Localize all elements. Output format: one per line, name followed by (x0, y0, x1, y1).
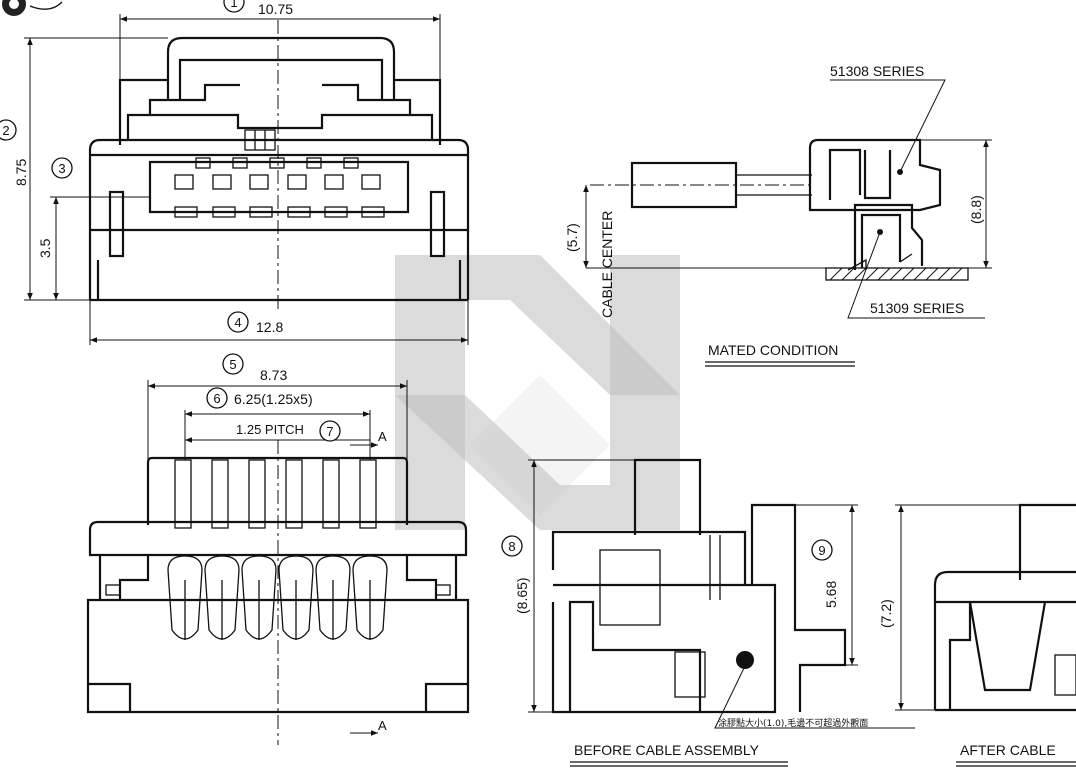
front-view: 1 10.75 2 8.75 3 3.5 4 12.8 (0, 0, 470, 345)
before-view: 8 (8.65) 9 5.68 涂膠點大小(1.0),毛邊不可超過外觀面 BEF… (501, 458, 915, 767)
dim-3-value: 3.5 (37, 238, 53, 258)
mated-upper-series: 51308 SERIES (830, 63, 924, 79)
dim-8-number: 8 (508, 539, 515, 554)
dim-5-number: 5 (229, 357, 236, 372)
front-contacts (174, 129, 385, 218)
corner-logo-icon (2, 0, 63, 16)
before-title: BEFORE CABLE ASSEMBLY (574, 742, 760, 758)
dim-5-value: 8.73 (260, 367, 287, 383)
mated-cable-center-label: CABLE CENTER (599, 211, 615, 318)
dim-4-value: 12.8 (256, 319, 283, 335)
dim-7-number: 7 (326, 424, 333, 439)
mated-lower-series: 51309 SERIES (870, 300, 964, 316)
after-height-value: (7.2) (878, 599, 894, 628)
mated-view: (5.7) CABLE CENTER (8.8) 51308 SERIES 51… (564, 63, 992, 367)
dim-9-value: 5.68 (823, 581, 839, 608)
dim-1-number: 1 (230, 0, 237, 10)
rear-pins (167, 459, 388, 640)
dim-2-value: 8.75 (13, 159, 29, 186)
dim-6-value: 6.25(1.25x5) (234, 391, 313, 407)
section-a-bottom: A (378, 718, 387, 733)
mated-cable-center-value: (5.7) (564, 223, 580, 252)
dim-2-number: 2 (2, 123, 9, 138)
before-note: 涂膠點大小(1.0),毛邊不可超過外觀面 (718, 717, 868, 729)
dim-3-number: 3 (58, 161, 65, 176)
after-view: (7.2) AFTER CABLE (878, 503, 1076, 767)
section-a-top: A (378, 429, 387, 444)
dim-8-value: (8.65) (514, 577, 530, 614)
watermark-logo (395, 255, 680, 530)
after-title: AFTER CABLE (960, 742, 1056, 758)
dim-7-value: 1.25 PITCH (236, 422, 304, 437)
mated-height-value: (8.8) (968, 195, 984, 224)
rear-view: 5 8.73 6 6.25(1.25x5) 7 1.25 PITCH A A (86, 353, 470, 745)
dim-9-number: 9 (818, 543, 825, 558)
dim-4-number: 4 (234, 315, 241, 330)
dim-6-number: 6 (213, 391, 220, 406)
glue-dot-icon (736, 651, 754, 669)
mated-title: MATED CONDITION (708, 342, 838, 358)
pcb-hatch (829, 267, 963, 281)
dim-1-value: 10.75 (258, 1, 293, 17)
